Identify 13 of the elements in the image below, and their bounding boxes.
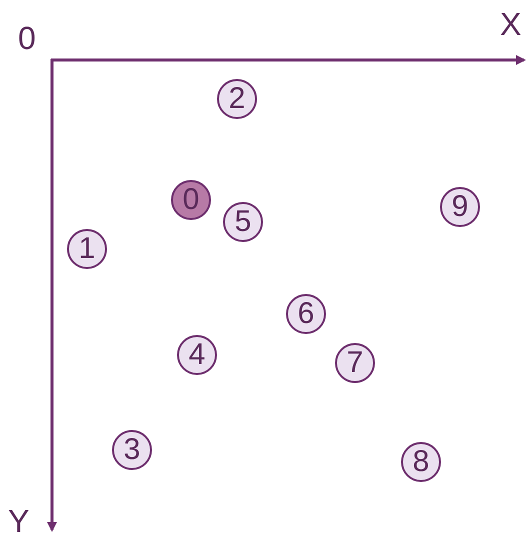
axis-label: Y <box>8 505 30 537</box>
number-circle: 4 <box>177 335 217 375</box>
number-circle: 5 <box>223 202 263 242</box>
number-circle: 8 <box>401 442 441 482</box>
axis-label: X <box>500 8 522 40</box>
number-circle: 7 <box>335 343 375 383</box>
origin-label: 0 <box>18 22 36 54</box>
number-circle: 0 <box>171 180 211 220</box>
number-circle: 9 <box>440 187 480 227</box>
number-circle: 6 <box>286 294 326 334</box>
number-circle: 3 <box>112 430 152 470</box>
number-circle: 1 <box>67 229 107 269</box>
number-circle: 2 <box>217 79 257 119</box>
